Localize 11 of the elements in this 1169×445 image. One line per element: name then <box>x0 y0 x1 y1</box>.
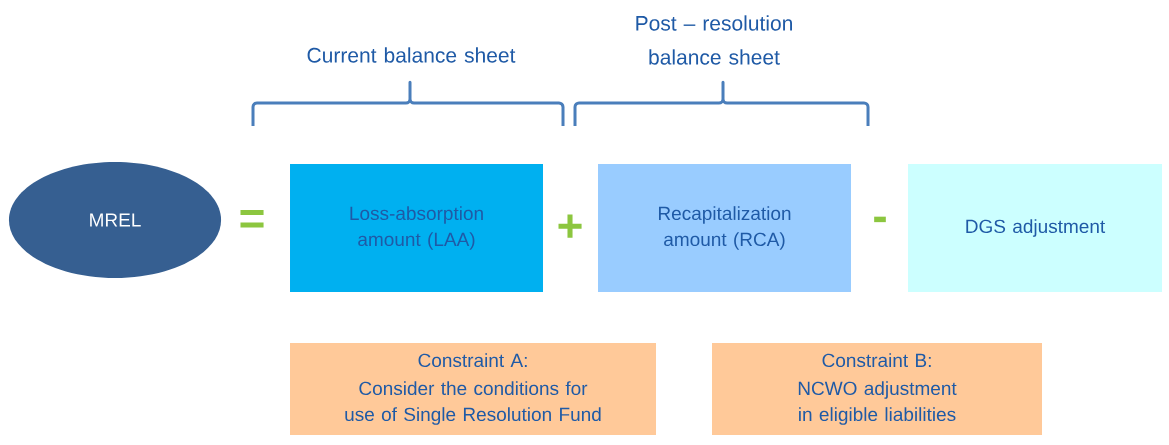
process-box: Constraint A: Consider the conditions for use of Single Resolution Fund <box>290 343 656 435</box>
process-box: Loss-absorption amount (LAA) <box>290 164 543 292</box>
ellipse-node: MREL <box>8 162 222 278</box>
process-box: Constraint B: NCWO adjustment in eligible liabilities <box>712 343 1042 435</box>
operator: + <box>558 214 582 238</box>
process-box: Recapitalization amount (RCA) <box>598 164 851 292</box>
heading: Post – resolution balance sheet <box>636 15 792 65</box>
operator: - <box>874 216 886 223</box>
process-box: DGS adjustment <box>908 164 1162 292</box>
heading: Current balance sheet <box>307 47 516 63</box>
operator: = <box>240 210 264 228</box>
